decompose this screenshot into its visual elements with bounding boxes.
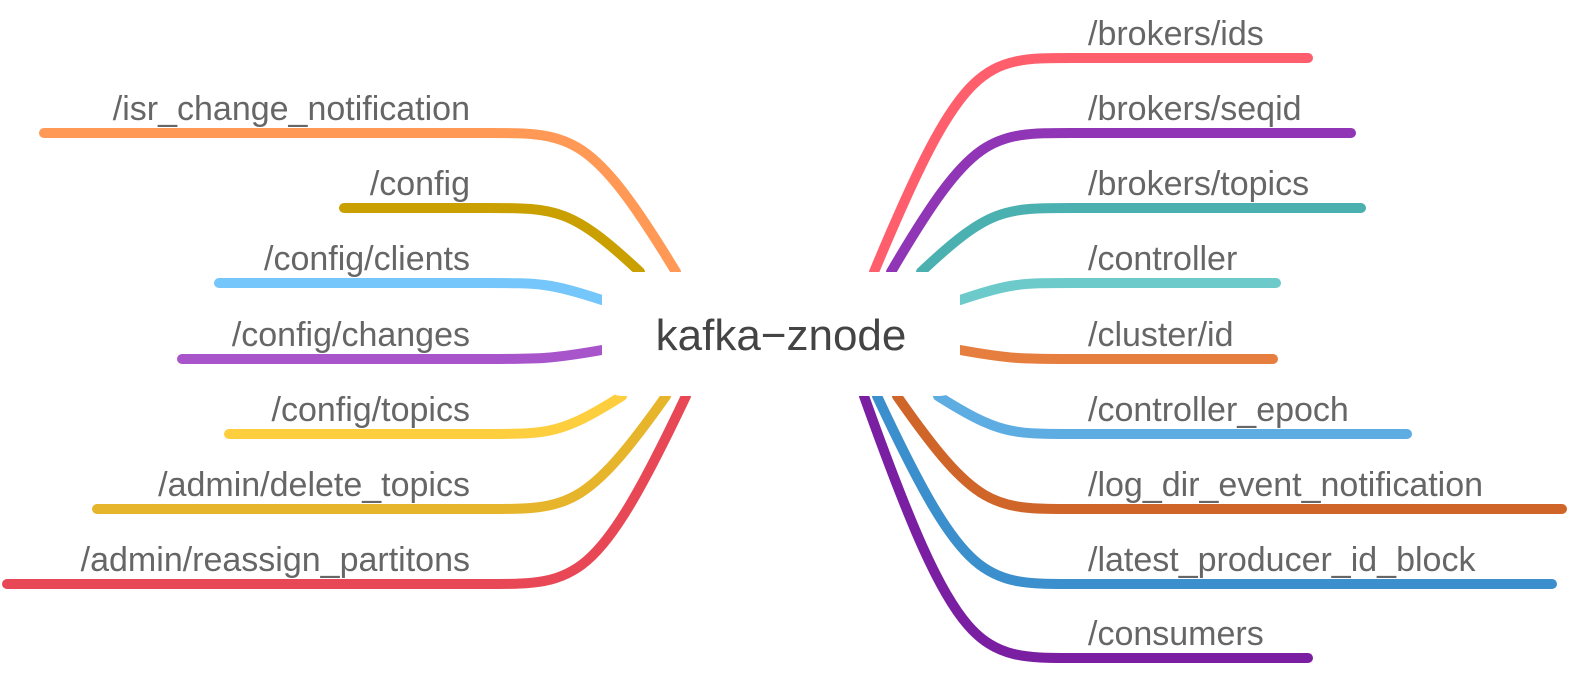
right-branch-label-1: /brokers/seqid bbox=[1088, 90, 1302, 128]
branch-labels: /isr_change_notification/config/config/c… bbox=[81, 15, 1483, 653]
center-node-label: kafka−znode bbox=[656, 311, 907, 360]
left-branch-label-2: /config/clients bbox=[264, 240, 470, 278]
left-branch-line-6 bbox=[2, 391, 691, 589]
right-branch-label-7: /latest_producer_id_block bbox=[1088, 541, 1476, 579]
left-branch-line-2 bbox=[214, 278, 607, 305]
left-branch-label-3: /config/changes bbox=[232, 316, 470, 354]
branch-lines bbox=[2, 53, 1567, 663]
left-branch-label-6: /admin/reassign_partitons bbox=[81, 541, 470, 579]
left-branch-line-3 bbox=[177, 345, 607, 364]
left-branch-label-4: /config/topics bbox=[272, 391, 470, 429]
left-branch-line-1 bbox=[339, 203, 645, 277]
right-branch-label-8: /consumers bbox=[1088, 615, 1264, 653]
right-branch-line-5 bbox=[933, 391, 1412, 439]
right-branch-label-4: /cluster/id bbox=[1088, 316, 1234, 354]
center-node: kafka−znode bbox=[656, 311, 907, 360]
right-branch-label-5: /controller_epoch bbox=[1088, 391, 1349, 429]
right-branch-line-2 bbox=[916, 203, 1366, 277]
right-branch-label-3: /controller bbox=[1088, 240, 1237, 278]
right-branch-line-4 bbox=[955, 345, 1278, 364]
right-branch-label-6: /log_dir_event_notification bbox=[1088, 466, 1483, 504]
center-node-bubble bbox=[602, 272, 960, 396]
right-branch-line-8 bbox=[859, 391, 1313, 663]
left-branch-line-4 bbox=[224, 391, 627, 439]
right-branch-line-3 bbox=[955, 278, 1281, 305]
left-branch-line-5 bbox=[92, 391, 671, 514]
right-branch-line-0 bbox=[869, 53, 1313, 277]
right-branch-label-2: /brokers/topics bbox=[1088, 165, 1309, 203]
right-branch-line-6 bbox=[892, 391, 1567, 514]
right-branch-line-1 bbox=[886, 128, 1356, 277]
left-branch-label-1: /config bbox=[370, 165, 470, 203]
right-branch-line-7 bbox=[872, 391, 1557, 589]
left-branch-label-5: /admin/delete_topics bbox=[158, 466, 470, 504]
left-branch-label-0: /isr_change_notification bbox=[113, 90, 470, 128]
left-branch-line-0 bbox=[39, 128, 681, 277]
right-branch-label-0: /brokers/ids bbox=[1088, 15, 1264, 53]
